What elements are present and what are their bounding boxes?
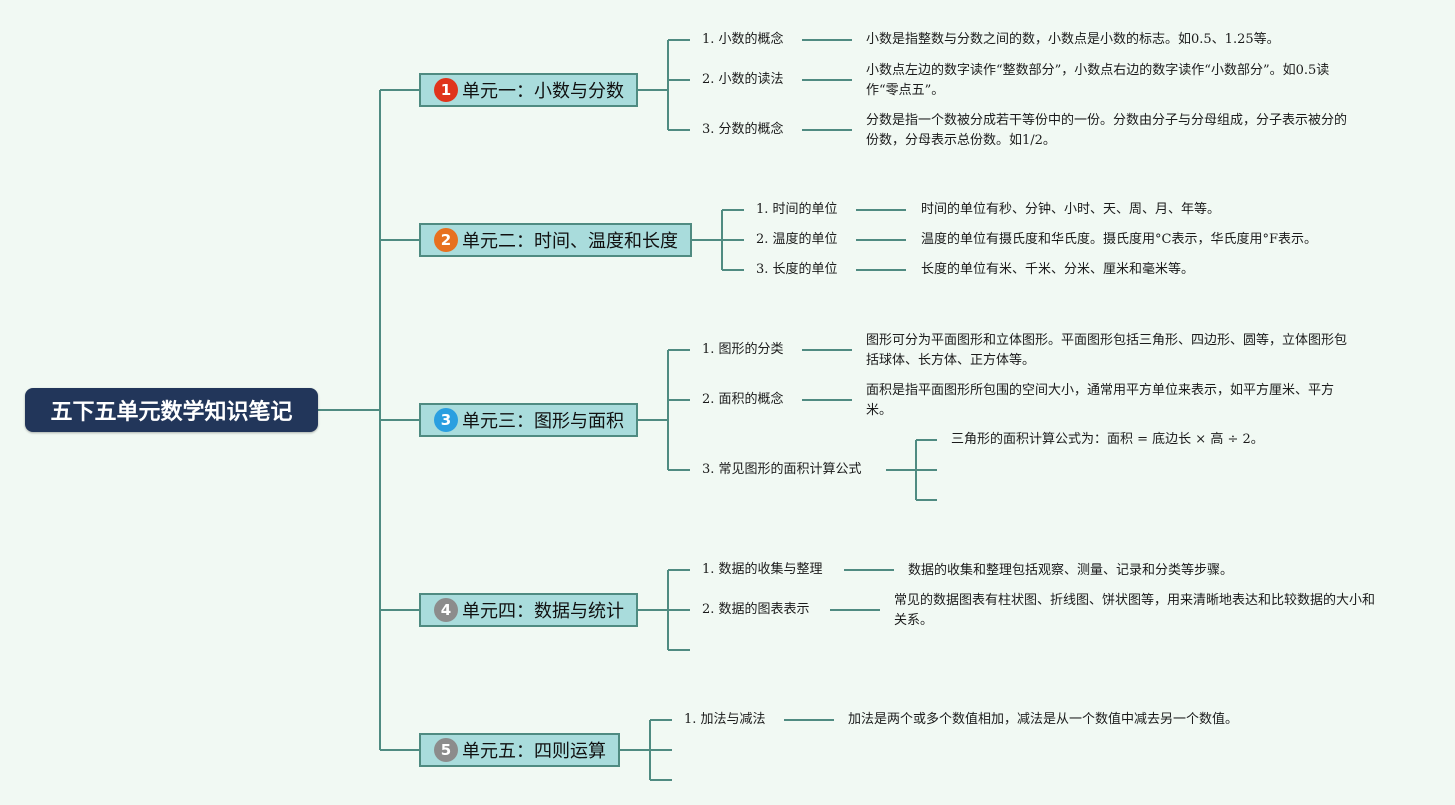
unit-2-node[interactable]: 2 单元二：时间、温度和长度 <box>419 223 692 257</box>
unit-4-title: 单元四：数据与统计 <box>462 601 624 622</box>
unit-2-topic-2-detail[interactable]: 温度的单位有摄氏度和华氏度。摄氏度用°C表示，华氏度用°F表示。 <box>921 232 1317 247</box>
unit-5-title: 单元五：四则运算 <box>462 741 606 762</box>
unit-2-topic-3-detail[interactable]: 长度的单位有米、千米、分米、厘米和毫米等。 <box>921 262 1195 277</box>
unit-3-topic-2[interactable]: 2. 面积的概念 <box>702 392 784 407</box>
unit-3-node[interactable]: 3 单元三：图形与面积 <box>419 403 638 437</box>
unit-3-topic-1-detail[interactable]: 图形可分为平面图形和立体图形。平面图形包括三角形、四边形、圆等，立体图形包括球体… <box>866 333 1348 368</box>
unit-3-topic-3-detail[interactable]: 三角形的面积计算公式为：面积 = 底边长 × 高 ÷ 2。 <box>951 432 1264 447</box>
unit-1-badge: 1 <box>434 78 458 102</box>
unit-3-topic-3[interactable]: 3. 常见图形的面积计算公式 <box>702 462 862 477</box>
unit-5-topic-1[interactable]: 1. 加法与减法 <box>684 712 766 727</box>
unit-5-topic-1-detail[interactable]: 加法是两个或多个数值相加，减法是从一个数值中减去另一个数值。 <box>848 712 1239 727</box>
unit-3-topic-1[interactable]: 1. 图形的分类 <box>702 342 784 357</box>
unit-1-topic-3[interactable]: 3. 分数的概念 <box>702 122 784 137</box>
unit-1-title: 单元一：小数与分数 <box>462 81 624 102</box>
unit-1-topic-2[interactable]: 2. 小数的读法 <box>702 72 784 87</box>
unit-2-topic-1[interactable]: 1. 时间的单位 <box>756 202 838 217</box>
unit-1-topic-1[interactable]: 1. 小数的概念 <box>702 32 784 47</box>
root-topic[interactable]: 五下五单元数学知识笔记 <box>25 388 318 432</box>
unit-4-badge: 4 <box>434 598 458 622</box>
unit-4-topic-1-detail[interactable]: 数据的收集和整理包括观察、测量、记录和分类等步骤。 <box>908 563 1234 578</box>
unit-1-topic-2-detail[interactable]: 小数点左边的数字读作“整数部分”，小数点右边的数字读作“小数部分”。如0.5读作… <box>866 63 1330 98</box>
unit-5-node[interactable]: 5 单元五：四则运算 <box>419 733 620 767</box>
root-title: 五下五单元数学知识笔记 <box>50 400 293 425</box>
unit-3-topic-2-detail[interactable]: 面积是指平面图形所包围的空间大小，通常用平方单位来表示，如平方厘米、平方米。 <box>866 383 1335 418</box>
unit-2-topic-1-detail[interactable]: 时间的单位有秒、分钟、小时、天、周、月、年等。 <box>921 202 1221 217</box>
unit-4-topic-2[interactable]: 2. 数据的图表表示 <box>702 602 810 617</box>
unit-2-topic-2[interactable]: 2. 温度的单位 <box>756 232 838 247</box>
unit-1-topic-1-detail[interactable]: 小数是指整数与分数之间的数，小数点是小数的标志。如0.5、1.25等。 <box>866 32 1280 47</box>
unit-2-topic-3[interactable]: 3. 长度的单位 <box>756 262 838 277</box>
unit-1-topic-3-detail[interactable]: 分数是指一个数被分成若干等份中的一份。分数由分子与分母组成，分子表示被分的份数，… <box>866 113 1348 148</box>
unit-4-topic-1[interactable]: 1. 数据的收集与整理 <box>702 562 823 577</box>
unit-3-title: 单元三：图形与面积 <box>462 411 624 432</box>
unit-3-badge: 3 <box>434 408 458 432</box>
unit-4-node[interactable]: 4 单元四：数据与统计 <box>419 593 638 627</box>
unit-4-topic-2-detail[interactable]: 常见的数据图表有柱状图、折线图、饼状图等，用来清晰地表达和比较数据的大小和关系。 <box>894 593 1376 628</box>
unit-2-title: 单元二：时间、温度和长度 <box>462 231 678 252</box>
unit-1-node[interactable]: 1 单元一：小数与分数 <box>419 73 638 107</box>
unit-5-badge: 5 <box>434 738 458 762</box>
unit-2-badge: 2 <box>434 228 458 252</box>
